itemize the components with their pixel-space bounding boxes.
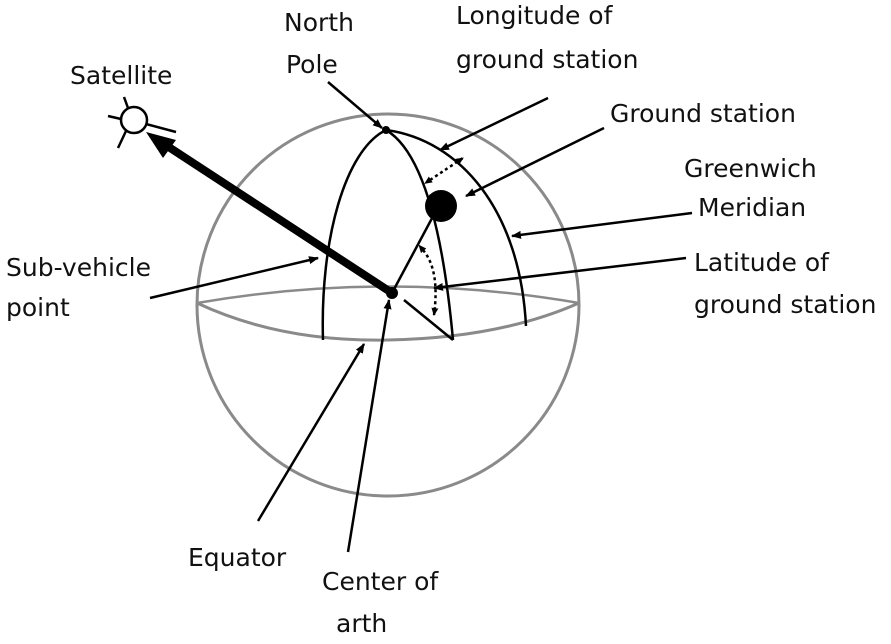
north-pole-dot — [382, 126, 390, 134]
ground-station-label: Ground station — [610, 99, 796, 128]
latitude-label: Latitude of ground station — [694, 248, 876, 319]
sub-vehicle-label-line-1: Sub-vehicle — [6, 253, 151, 282]
greenwich-pointer — [511, 211, 693, 239]
north-pole-label-line-2: Pole — [286, 50, 338, 79]
equator-pointer — [256, 343, 366, 522]
center-label-line-2: arth — [336, 609, 387, 638]
satellite-label: Satellite — [70, 61, 172, 90]
greenwich-label-line-1: Greenwich — [684, 154, 817, 183]
satellite-line — [155, 136, 395, 297]
ground-station-label-line-1: Ground station — [610, 99, 796, 128]
meridian-left — [321, 128, 387, 341]
center-to-ground-line — [390, 206, 440, 294]
sub-vehicle-label: Sub-vehicle point — [6, 253, 159, 322]
longitude-pointer — [439, 96, 549, 152]
longitude-label-line-1: Longitude of — [456, 1, 614, 30]
center-label-line-1: Center of — [322, 567, 439, 596]
ground-station-dot — [425, 190, 457, 222]
greenwich-label-line-2: Meridian — [698, 193, 806, 222]
north-pole-label: North Pole — [284, 8, 362, 79]
meridian-ground-station — [385, 128, 455, 341]
greenwich-meridian-line — [385, 128, 528, 327]
latitude-label-line-2: ground station — [694, 290, 876, 319]
greenwich-label: Greenwich Meridian — [684, 154, 825, 222]
latitude-pointer — [433, 256, 687, 291]
center-pointer — [346, 299, 392, 553]
satellite-label-line-1: Satellite — [70, 61, 172, 90]
longitude-label-line-2: ground station — [456, 45, 638, 74]
equator-label-line-1: Equator — [188, 543, 287, 572]
satellite-icon — [107, 96, 177, 149]
ground-station-pointer — [465, 126, 605, 198]
longitude-label: Longitude of ground station — [456, 1, 638, 74]
earth-sphere — [195, 112, 581, 498]
satellite-line-arrowhead — [146, 132, 176, 158]
longitude-angle-arc — [424, 156, 464, 184]
sub-vehicle-pointer — [149, 256, 319, 300]
latitude-angle-arc — [418, 244, 439, 316]
north-pole-label-line-1: North — [284, 8, 354, 37]
north-pole-pointer — [327, 81, 383, 129]
latitude-label-line-1: Latitude of — [694, 248, 830, 277]
center-label: Center of arth — [322, 567, 446, 638]
equator-label: Equator — [188, 543, 287, 572]
center-to-equator-line — [403, 299, 454, 341]
sub-vehicle-label-line-2: point — [6, 293, 70, 322]
